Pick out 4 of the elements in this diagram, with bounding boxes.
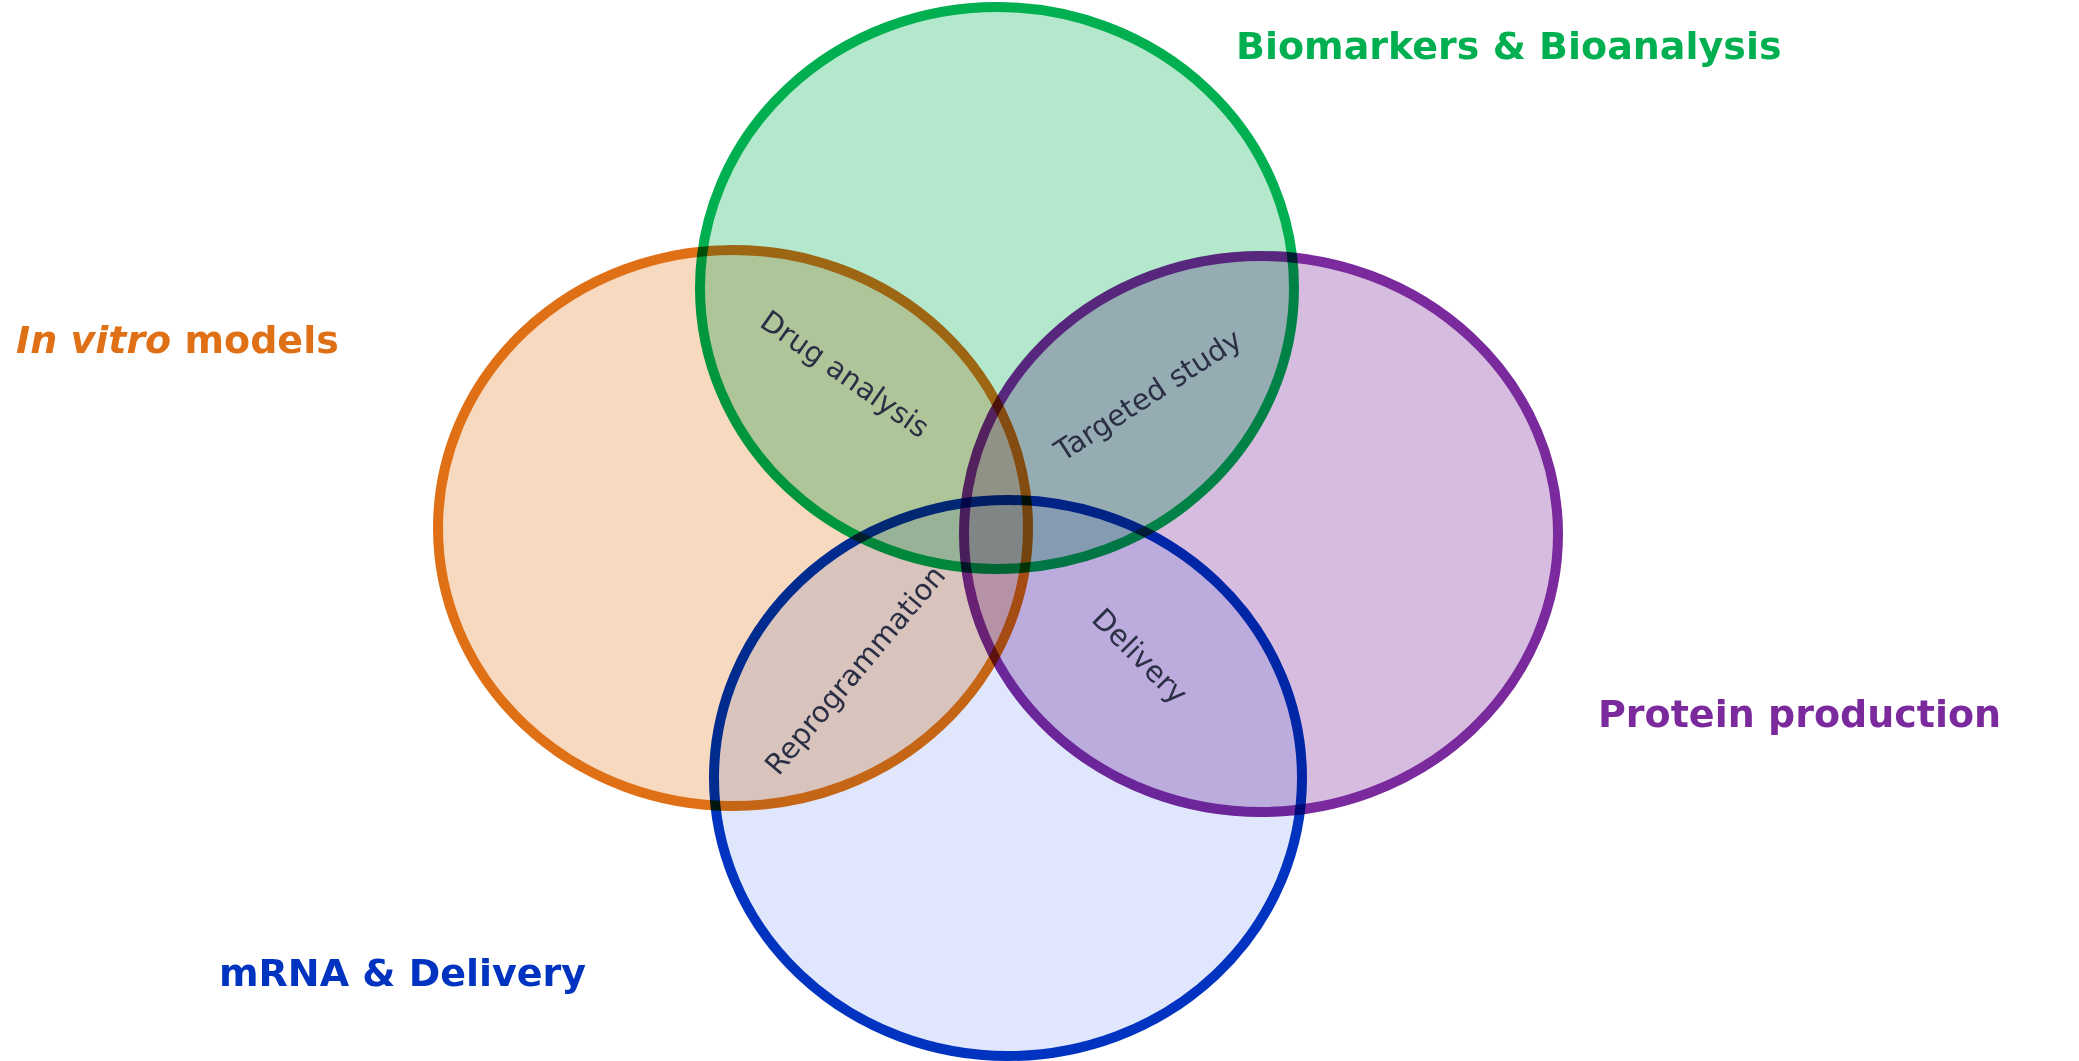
set-title: In vitro models [16,318,339,362]
set-title: mRNA & Delivery [219,951,587,995]
set-title: Biomarkers & Bioanalysis [1236,24,1782,68]
set-title: Protein production [1598,692,2002,736]
